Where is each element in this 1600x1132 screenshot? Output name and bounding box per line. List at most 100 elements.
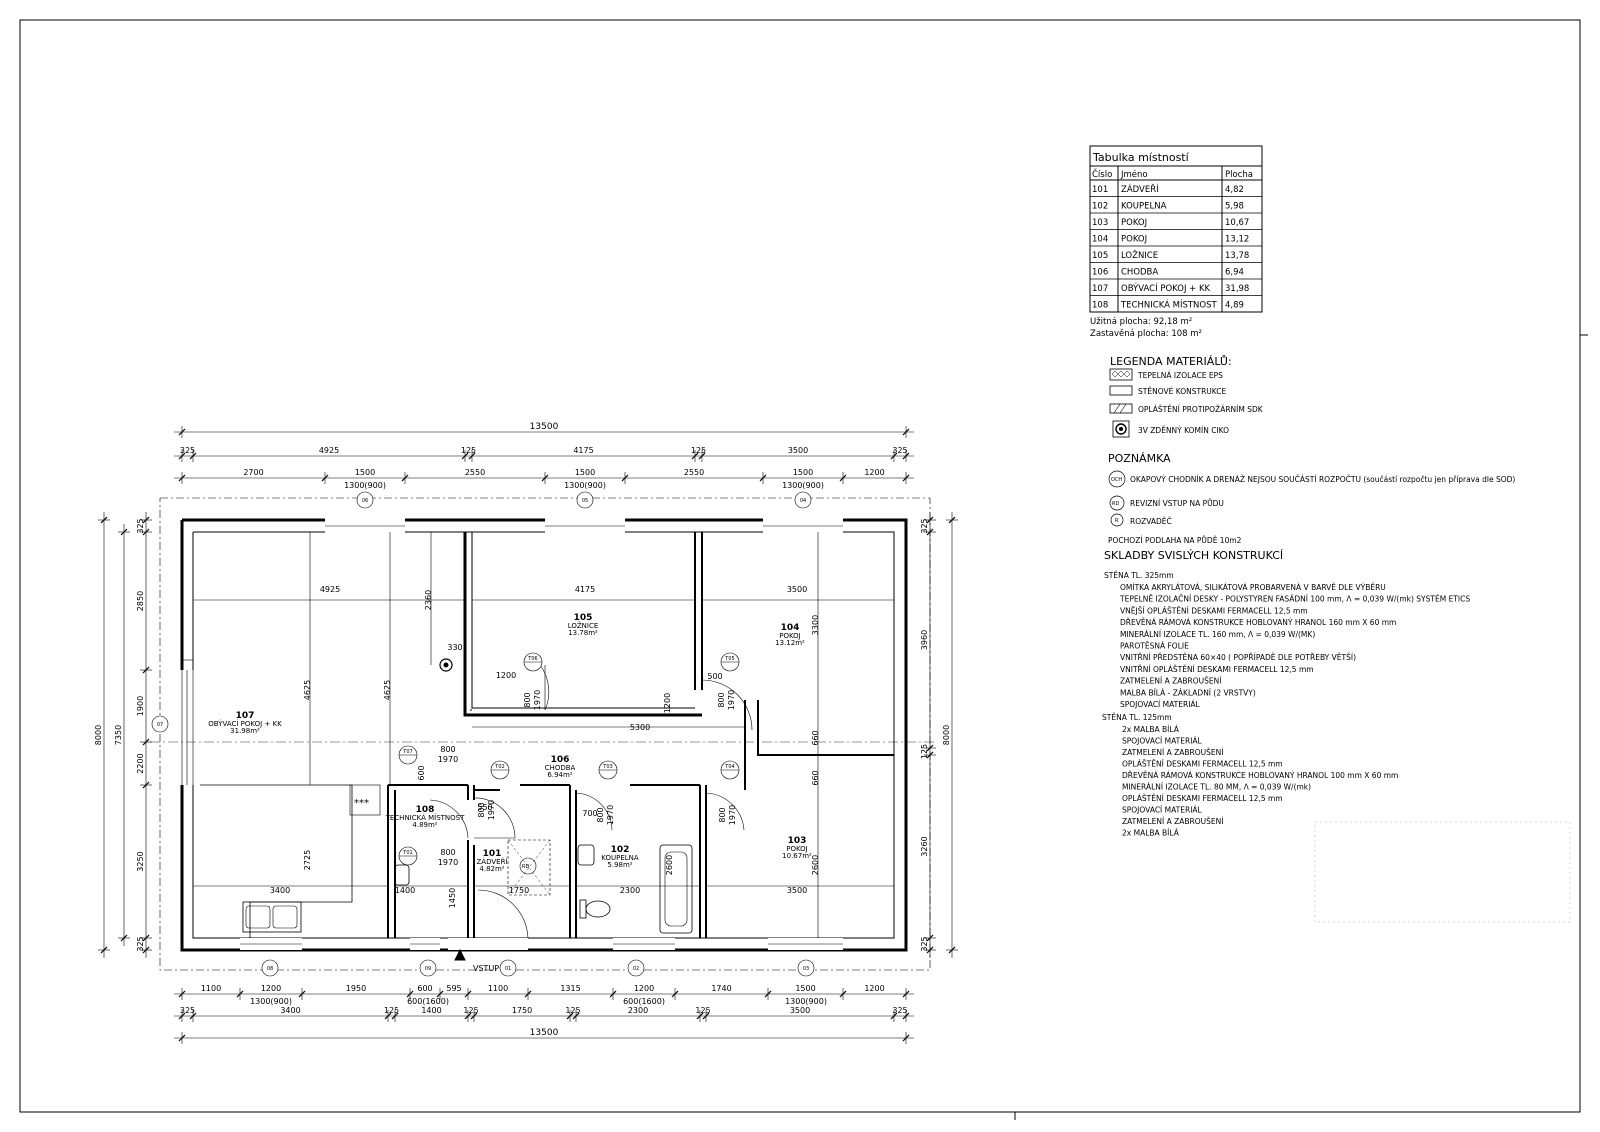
dimension-lines xyxy=(98,426,958,1044)
room-area: 6.94m² xyxy=(547,771,572,779)
dim-slash xyxy=(189,1012,197,1020)
room-table-header-area: Plocha xyxy=(1225,170,1253,180)
dim-label: 125 xyxy=(463,1006,478,1015)
dim-slash xyxy=(298,990,306,998)
room-area: 4.89m² xyxy=(412,821,437,829)
room-table-cell-area: 31,98 xyxy=(1225,284,1249,294)
dim-slash xyxy=(100,516,108,524)
window-size-label: 1300(900) xyxy=(344,481,386,490)
wall1-layer: SPOJOVACÍ MATERIÁL xyxy=(1120,700,1201,709)
dim-slash xyxy=(764,990,772,998)
room-name: POKOJ xyxy=(786,845,808,853)
window-tag-label: 03 xyxy=(803,966,809,972)
door-tag-label: T07 xyxy=(402,749,412,755)
interior-dim-label: 1450 xyxy=(448,888,457,908)
legend-item-eps: TEPELNÁ IZOLACE EPS xyxy=(1137,371,1223,380)
dim-label: 325 xyxy=(136,936,145,951)
interior-dim-label: 2600 xyxy=(811,855,820,875)
interior-dim-label: 3300 xyxy=(811,615,820,635)
wall2-layer: OPLÁŠTĚNÍ DESKAMI FERMACELL 12,5 mm xyxy=(1122,760,1283,769)
kitchen-mark: *** xyxy=(354,798,369,809)
door-tag-label: T06 xyxy=(527,656,537,662)
dim-slash xyxy=(142,934,150,942)
dim-label: 1950 xyxy=(346,984,366,993)
dim-slash xyxy=(178,1034,186,1042)
wall2-title: STĚNA TL. 125mm xyxy=(1102,713,1172,722)
dim-slash xyxy=(702,1012,710,1020)
room-name: KOUPELNA xyxy=(601,854,639,862)
dim-slash xyxy=(926,744,934,752)
dim-label: 2550 xyxy=(684,468,704,477)
room-number: 102 xyxy=(611,845,630,855)
dim-label: 4175 xyxy=(573,446,593,455)
window-tag-label: 07 xyxy=(157,722,163,728)
interior-dim-label: 660 xyxy=(811,770,820,785)
door-tag-label: T01 xyxy=(402,850,412,856)
wall2-layer: ZATMELENÍ A ZABROUŠENÍ xyxy=(1122,748,1223,757)
dim-slash xyxy=(384,1012,392,1020)
note-attic: POCHOZÍ PODLAHA NA PŮDĚ 10m2 xyxy=(1108,536,1242,545)
dim-label: 2850 xyxy=(136,591,145,611)
window-size-label: 1300(900) xyxy=(250,997,292,1006)
built-area: Zastavěná plocha: 108 m² xyxy=(1090,329,1202,339)
room-number: 101 xyxy=(483,849,502,859)
interior-dim-label: 500 xyxy=(707,672,722,681)
room-table-cell-name: ZÁDVEŘÍ xyxy=(1121,183,1159,195)
wall1-layer: TEPELNĚ IZOLAČNÍ DESKY - POLYSTYREN FASÁ… xyxy=(1119,595,1470,604)
dim-slash xyxy=(464,990,472,998)
wall2-layer: 2x MALBA BÍLÁ xyxy=(1122,829,1180,838)
dim-slash xyxy=(401,474,409,482)
dim-slash xyxy=(142,738,150,746)
room-table-cell-num: 103 xyxy=(1092,218,1108,228)
interior-dim-label: 4925 xyxy=(320,585,340,594)
notes-title: POZNÁMKA xyxy=(1108,452,1171,465)
door-tag-label: T02 xyxy=(494,764,504,770)
dim-label: 595 xyxy=(446,984,461,993)
wall2-layer: DŘEVĚNÁ RÁMOVÁ KONSTRUKCE HOBLOVANÝ HRAN… xyxy=(1122,771,1398,780)
dim-label: 325 xyxy=(920,518,929,533)
dim-slash xyxy=(572,1012,580,1020)
dim-label: 8000 xyxy=(94,725,103,745)
dim-label: 1740 xyxy=(711,984,731,993)
dim-slash xyxy=(671,990,679,998)
door-size-label: 800 xyxy=(523,692,532,707)
room-table-cell-num: 102 xyxy=(1092,202,1108,212)
dim-label: 2550 xyxy=(465,468,485,477)
dim-label: 325 xyxy=(180,1006,195,1015)
door-tag-label: T04 xyxy=(724,764,734,770)
dim-slash xyxy=(759,474,767,482)
dim-slash xyxy=(691,452,699,460)
room-table-cell-name: OBÝVACÍ POKOJ + KK xyxy=(1121,282,1211,294)
room-table-cell-area: 10,67 xyxy=(1225,218,1249,228)
dim-slash xyxy=(839,990,847,998)
room-name: TECHNICKÁ MÍSTNOST xyxy=(385,813,466,822)
dim-label: 2200 xyxy=(136,753,145,773)
dim-label: 1315 xyxy=(560,984,580,993)
room-name: ZÁDVEŘÍ xyxy=(477,857,508,866)
room-table-cell-num: 105 xyxy=(1092,251,1108,261)
dim-label: 2300 xyxy=(628,1006,648,1015)
dim-label: 1900 xyxy=(136,696,145,716)
dim-slash xyxy=(926,516,934,524)
interior-dim-label: 4625 xyxy=(383,680,392,700)
dim-slash xyxy=(948,516,956,524)
room-name: OBÝVACÍ POKOJ + KK xyxy=(208,719,282,728)
legend-title: LEGENDA MATERIÁLŮ: xyxy=(1110,355,1232,368)
useful-area: Užitná plocha: 92,18 m² xyxy=(1090,317,1192,327)
dim-label: 1100 xyxy=(201,984,221,993)
interior-dim-label: 330 xyxy=(447,643,462,652)
room-name: LOŽNICE xyxy=(568,621,599,630)
interior-dim-label: 3500 xyxy=(787,886,807,895)
wall2-layer: 2x MALBA BÍLÁ xyxy=(1122,725,1180,734)
dim-label: 1100 xyxy=(488,984,508,993)
interior-dim-label: 1200 xyxy=(496,671,516,680)
room-table-cell-num: 106 xyxy=(1092,268,1108,278)
dim-label: 325 xyxy=(892,446,907,455)
window-tag-circle xyxy=(576,491,594,509)
dim-label: 1750 xyxy=(512,1006,532,1015)
wall1-layer: DŘEVĚNÁ RÁMOVÁ KONSTRUKCE HOBLOVANÝ HRAN… xyxy=(1120,618,1396,627)
dim-label: 325 xyxy=(180,446,195,455)
dim-label: 3260 xyxy=(920,836,929,856)
